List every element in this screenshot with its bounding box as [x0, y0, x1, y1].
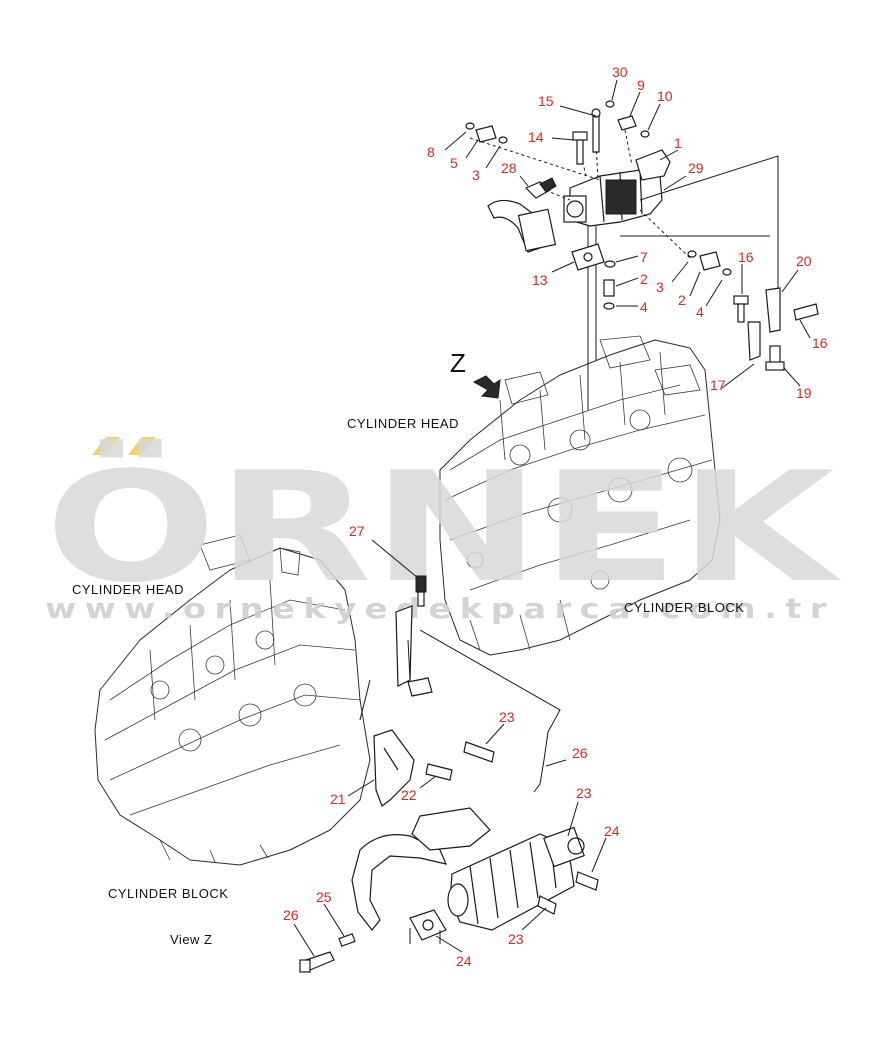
watermark: ÖRNEK www.ornekyedekparca.com.tr — [45, 437, 842, 625]
callout-8: 9 — [637, 77, 645, 93]
callout-15: 17 — [710, 377, 726, 393]
lower-engine-drawing — [94, 534, 371, 866]
egr-cooler-assembly — [299, 575, 599, 973]
callout-4b: 4 — [696, 304, 704, 320]
callout-21: 23 — [499, 709, 515, 725]
label-z-marker: Z — [450, 348, 466, 378]
watermark-accent-left — [92, 437, 120, 455]
upper-engine-drawing — [439, 335, 721, 656]
callout-4a: 4 — [640, 299, 648, 315]
watermark-url: www.ornekyedekparca.com.tr — [45, 592, 835, 625]
callout-18: 20 — [796, 253, 812, 269]
callout-23a: 24 — [604, 823, 620, 839]
callout-numbers: 30 9 10 15 14 1 8 5 3 28 29 7 2 4 13 3 2… — [283, 64, 828, 969]
callout-11: 13 — [532, 272, 548, 288]
label-cylinder-block-right: CYLINDER BLOCK — [624, 600, 744, 615]
callout-2a: 2 — [640, 271, 648, 287]
callout-26: 26 — [283, 907, 299, 923]
callout-14: 16 — [738, 249, 754, 265]
callout-9: 10 — [657, 88, 673, 104]
callout-5: 5 — [450, 155, 458, 171]
callout-3b: 3 — [656, 279, 664, 295]
callout-22: 23 — [576, 785, 592, 801]
egr-valve-assembly — [465, 100, 819, 410]
callout-7: 8 — [427, 144, 435, 160]
callout-10: 30 — [612, 64, 628, 80]
callout-19: 21 — [330, 791, 346, 807]
callout-3a: 3 — [472, 167, 480, 183]
callout-25: 25 — [316, 889, 332, 905]
text-labels: CYLINDER HEAD CYLINDER HEAD CYLINDER BLO… — [72, 348, 744, 947]
callout-2b: 2 — [678, 292, 686, 308]
callout-6: 7 — [640, 249, 648, 265]
label-view-z: View Z — [170, 932, 213, 947]
callout-23b: 23 — [508, 931, 524, 947]
view-z-arrow — [472, 375, 501, 399]
callout-13: 15 — [538, 93, 554, 109]
callout-27: 26 — [572, 745, 588, 761]
callout-leaders — [293, 79, 811, 957]
callout-12: 14 — [528, 129, 544, 145]
watermark-brand: ÖRNEK — [45, 439, 842, 616]
label-cylinder-block-left: CYLINDER BLOCK — [108, 886, 228, 901]
callout-24: 24 — [456, 953, 472, 969]
watermark-accent-right — [128, 437, 156, 455]
callout-28: 28 — [501, 160, 517, 176]
callout-30: 29 — [688, 160, 704, 176]
callout-17: 19 — [796, 385, 812, 401]
label-cylinder-head-left: CYLINDER HEAD — [72, 582, 184, 597]
callout-29: 27 — [349, 523, 365, 539]
label-cylinder-head-top: CYLINDER HEAD — [347, 416, 459, 431]
callout-16: 16 — [812, 335, 828, 351]
callout-20: 22 — [401, 787, 417, 803]
callout-1: 1 — [674, 135, 682, 151]
